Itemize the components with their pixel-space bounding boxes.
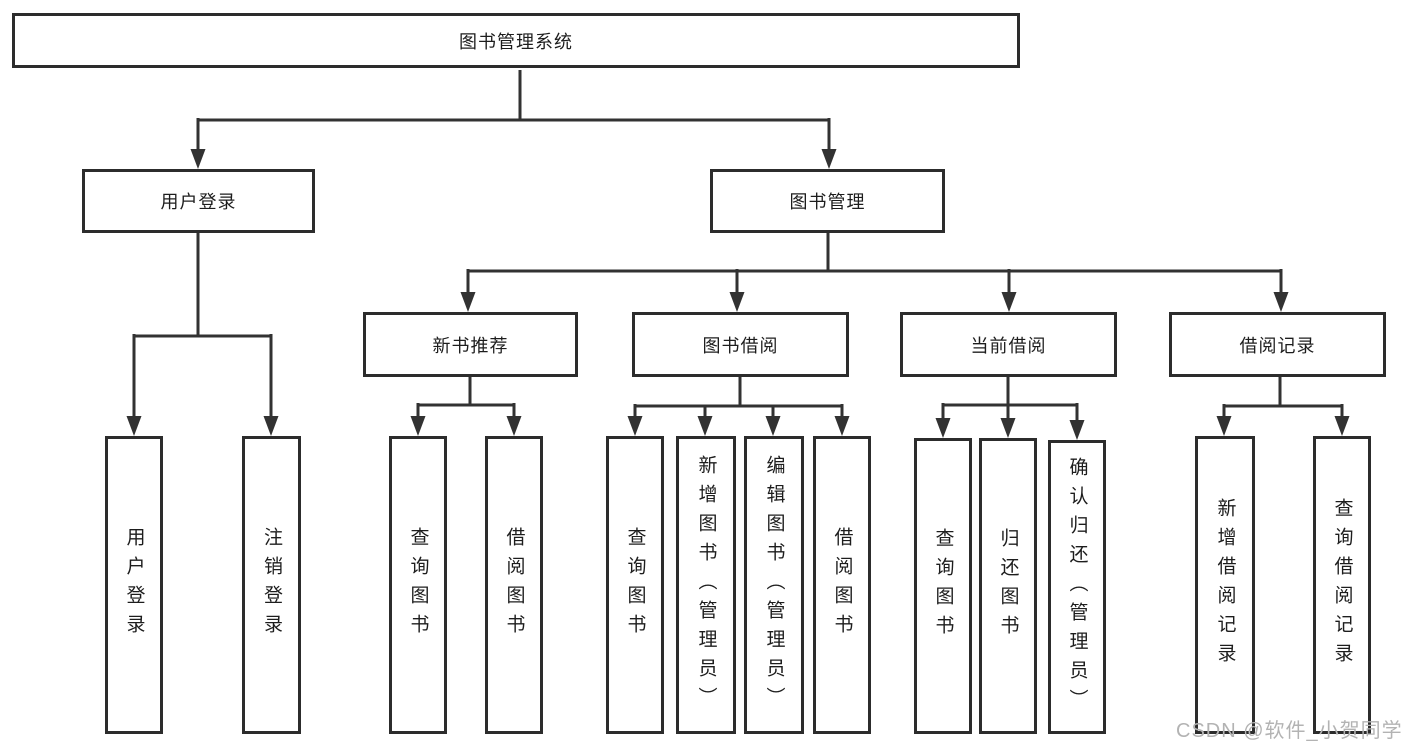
leaf-add-books-admin-label: 新增图书（管理员） [695,454,717,716]
leaf-user-login-label: 用户登录 [123,527,145,643]
leaf-query-books-current-label: 查询图书 [932,528,954,644]
leaf-borrow-books: 借阅图书 [813,436,871,734]
leaf-query-borrow-record-label: 查询借阅记录 [1331,498,1353,672]
leaf-add-books-admin: 新增图书（管理员） [676,436,736,734]
node-new-book-recommend-label: 新书推荐 [432,335,509,356]
node-new-book-recommend: 新书推荐 [363,312,578,377]
leaf-add-borrow-record: 新增借阅记录 [1195,436,1255,734]
node-borrowing-records-label: 借阅记录 [1239,335,1316,356]
leaf-return-books: 归还图书 [979,438,1037,734]
node-borrowing-records: 借阅记录 [1169,312,1386,377]
leaf-add-borrow-record-label: 新增借阅记录 [1214,498,1236,672]
node-current-borrowing-label: 当前借阅 [970,335,1047,356]
leaf-edit-books-admin: 编辑图书（管理员） [744,436,804,734]
leaf-confirm-return-admin: 确认归还（管理员） [1048,440,1106,734]
leaf-borrow-books-label: 借阅图书 [831,527,853,643]
leaf-edit-books-admin-label: 编辑图书（管理员） [763,454,785,716]
leaf-borrow-books-recommend-label: 借阅图书 [503,527,525,643]
node-user-login-label: 用户登录 [160,192,237,212]
node-current-borrowing: 当前借阅 [900,312,1117,377]
node-book-management-label: 图书管理 [789,192,866,212]
leaf-query-borrow-record: 查询借阅记录 [1313,436,1371,734]
node-user-login-branch: 用户登录 [82,169,315,233]
node-root-system: 图书管理系统 [12,13,1020,68]
leaf-query-books-recommend-label: 查询图书 [407,527,429,643]
leaf-query-books-borrowing-label: 查询图书 [624,527,646,643]
leaf-confirm-return-admin-label: 确认归还（管理员） [1066,456,1088,718]
node-root-label: 图书管理系统 [459,31,573,52]
leaf-logout-label: 注销登录 [261,527,282,643]
leaf-query-books-borrowing: 查询图书 [606,436,664,734]
node-book-management-branch: 图书管理 [710,169,945,233]
leaf-return-books-label: 归还图书 [997,528,1019,644]
node-book-borrowing-label: 图书借阅 [702,335,779,356]
leaf-query-books-current: 查询图书 [914,438,972,734]
leaf-borrow-books-recommend: 借阅图书 [485,436,543,734]
leaf-user-login: 用户登录 [105,436,163,734]
leaf-query-books-recommend: 查询图书 [389,436,447,734]
leaf-logout: 注销登录 [242,436,301,734]
watermark-csdn: CSDN @软件_小贺同学 [1176,720,1403,742]
node-book-borrowing: 图书借阅 [632,312,849,377]
